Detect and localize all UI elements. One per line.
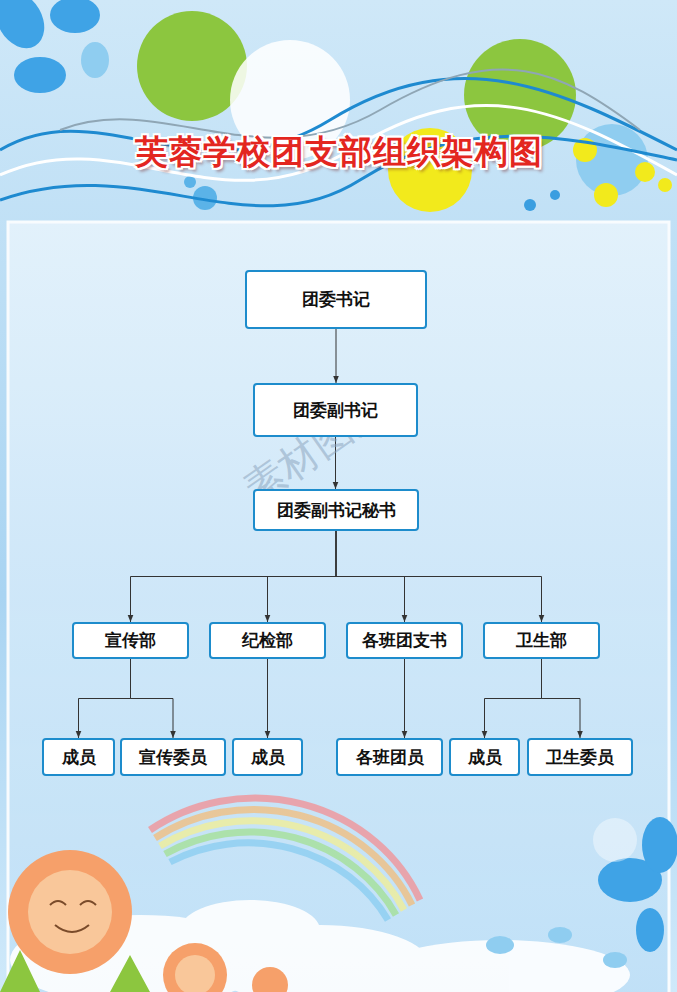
box-label: 成员 [468, 747, 502, 767]
connector [336, 329, 337, 383]
box-label: 各班团支书 [362, 630, 447, 650]
org-box: 团委副书记 [253, 383, 418, 437]
connector [267, 659, 268, 738]
connector [485, 659, 542, 738]
box-label: 成员 [251, 747, 285, 767]
box-label: 成员 [62, 747, 96, 767]
connector [131, 659, 174, 738]
org-box: 纪检部 [209, 622, 326, 659]
org-box: 宣传部 [72, 622, 189, 659]
org-box: 卫生部 [483, 622, 600, 659]
org-box: 成员 [449, 738, 520, 776]
connector [542, 659, 581, 738]
org-box: 团委书记 [245, 270, 427, 329]
box-label: 纪检部 [242, 630, 293, 650]
org-box: 成员 [232, 738, 303, 776]
connector [131, 531, 337, 622]
org-box: 团委副书记秘书 [253, 489, 419, 531]
connector [404, 659, 405, 738]
org-box: 各班团员 [336, 738, 443, 776]
box-label: 卫生委员 [546, 747, 614, 767]
chart-title: 芙蓉学校团支部组织架构图 [0, 130, 677, 175]
box-label: 卫生部 [516, 630, 567, 650]
box-label: 宣传部 [105, 630, 156, 650]
box-label: 团委书记 [302, 289, 370, 309]
connector [79, 659, 131, 738]
connector [268, 531, 337, 622]
box-label: 团委副书记秘书 [277, 500, 396, 520]
org-box: 成员 [42, 738, 115, 776]
org-box: 宣传委员 [120, 738, 226, 776]
box-label: 宣传委员 [139, 747, 207, 767]
org-box: 卫生委员 [527, 738, 633, 776]
box-label: 团委副书记 [293, 400, 378, 420]
connector [336, 531, 542, 622]
box-label: 各班团员 [356, 747, 424, 767]
org-box: 各班团支书 [346, 622, 463, 659]
